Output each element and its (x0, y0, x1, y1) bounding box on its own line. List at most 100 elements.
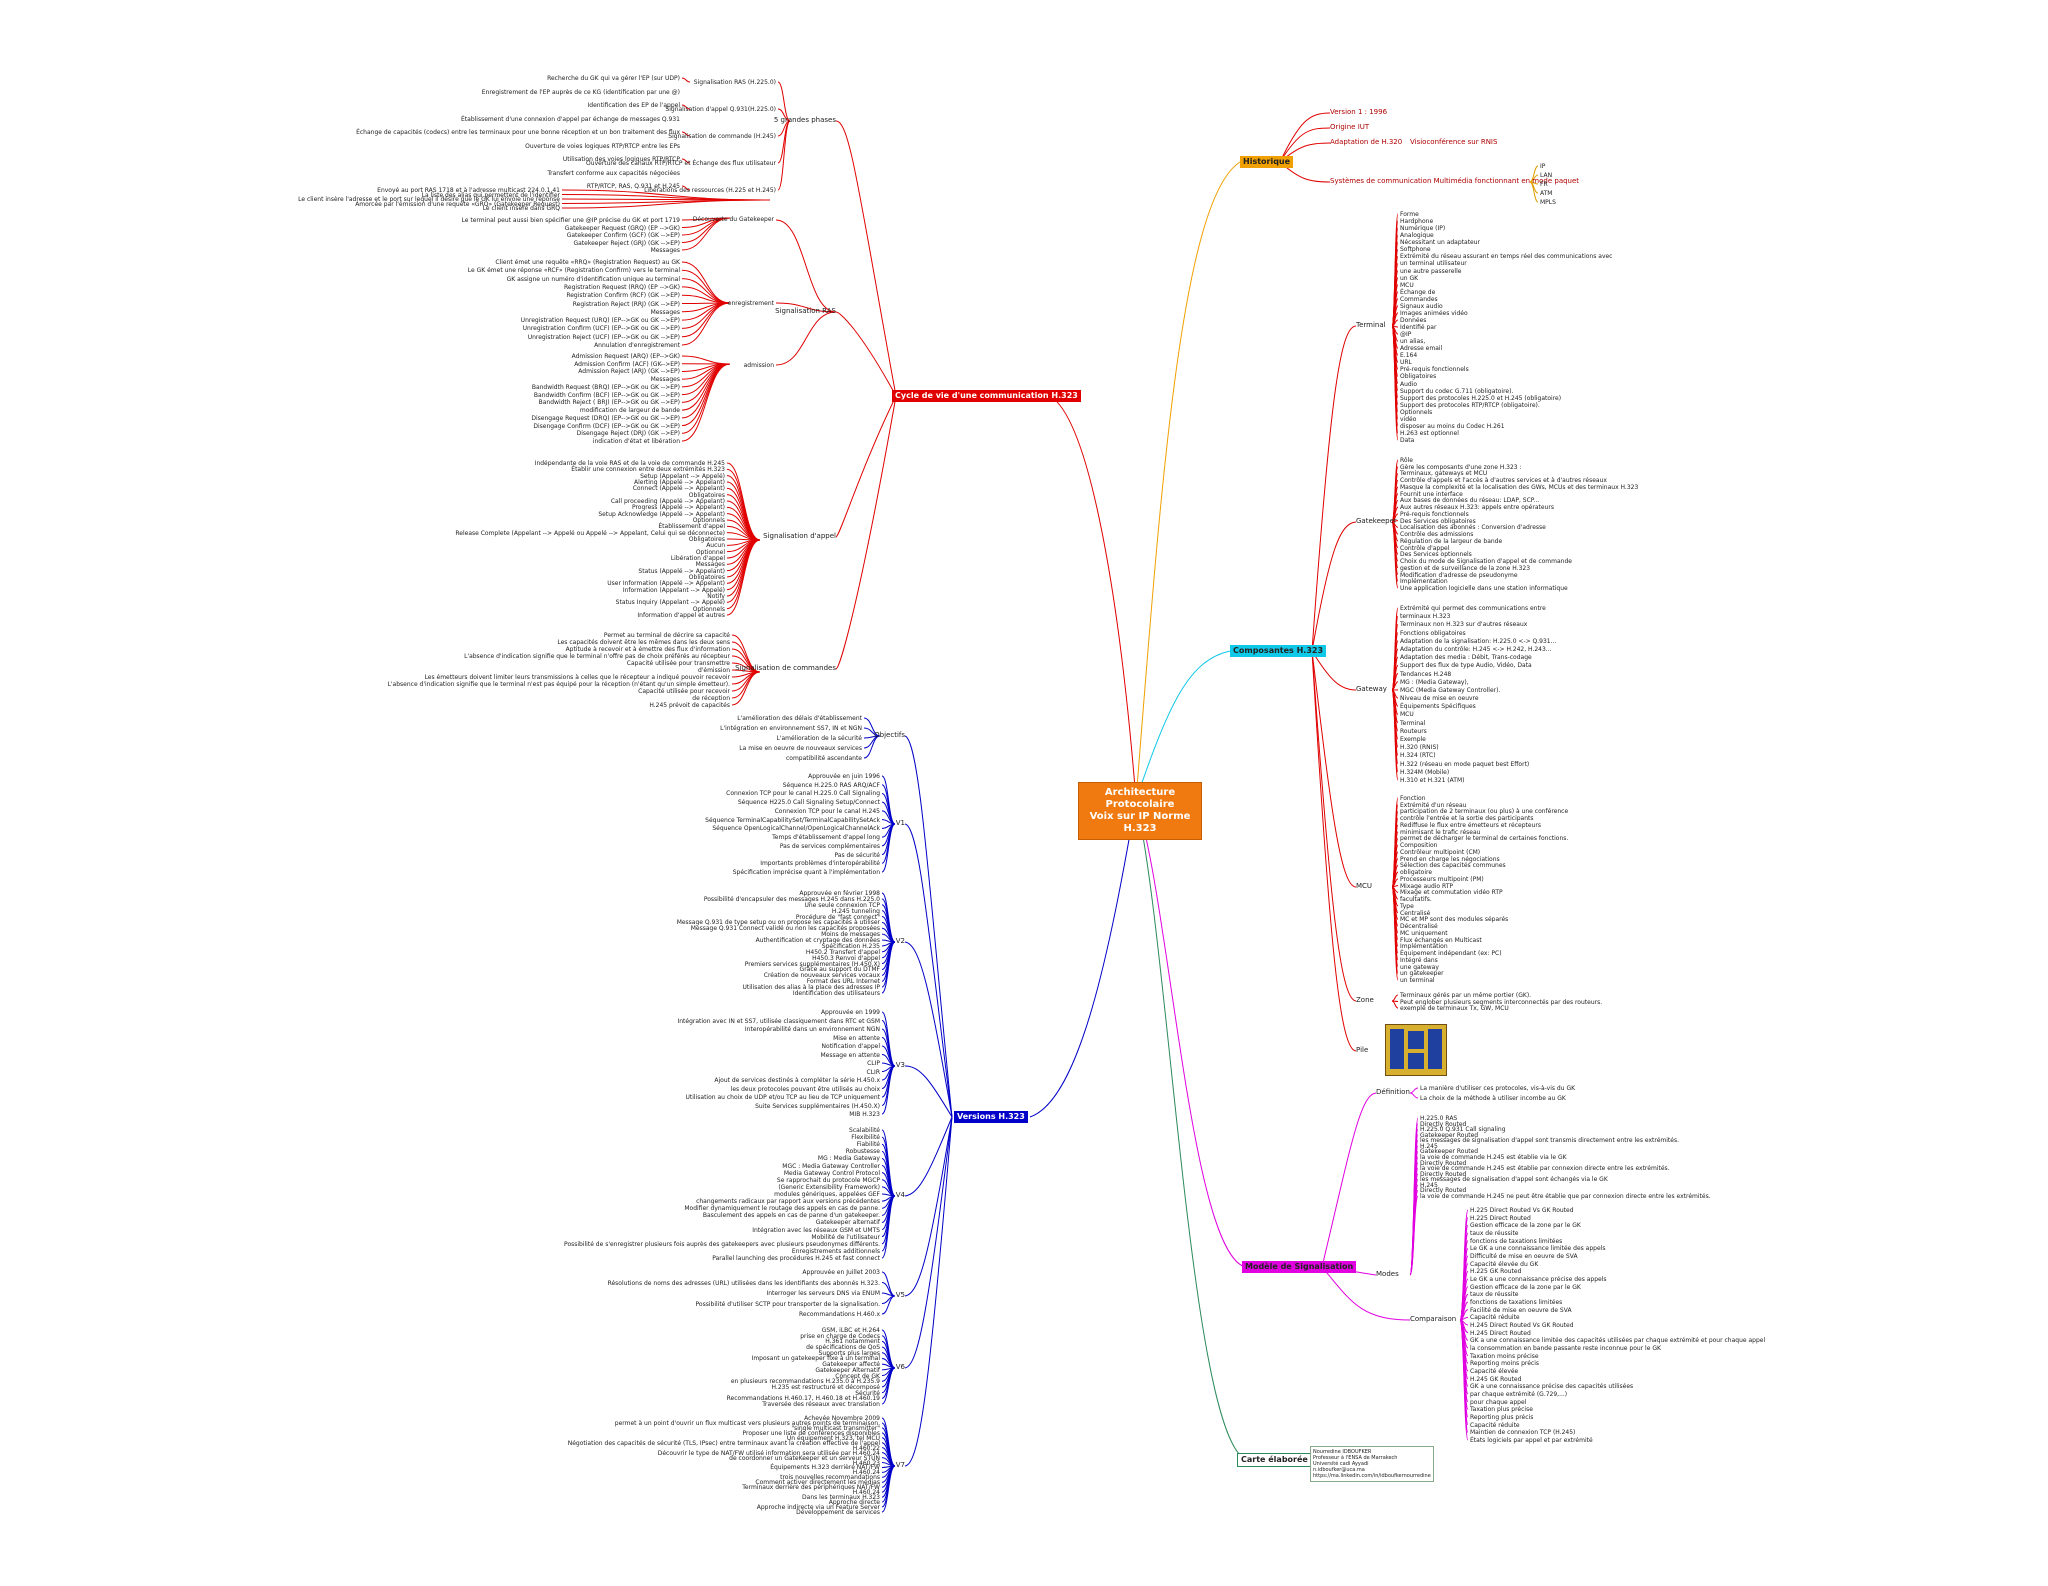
comparaison-item: taux de réussite (1470, 1230, 1519, 1237)
node-v3[interactable]: V3 (896, 1061, 905, 1069)
enregistrement-item: Registration Request (RRQ) (EP -->GK) (564, 284, 680, 291)
gateway-item: Adaptation du contrôle: H.245 <-> H.242,… (1400, 646, 1552, 653)
v1-item: Connexion TCP pour le canal H.225.0 Call… (726, 790, 880, 797)
admission-item: Admission Reject (ARJ) (GK -->EP) (578, 368, 680, 375)
terminal-item: un alias, (1400, 338, 1425, 345)
branch-versions[interactable]: Versions H.323 (954, 1111, 1028, 1123)
v4-item: Flexibilité (851, 1134, 880, 1141)
node-pile[interactable]: Pile (1356, 1046, 1368, 1054)
comparaison-item: Difficulté de mise en oeuvre de SVA (1470, 1253, 1578, 1260)
node-objectifs[interactable]: Objectifs (874, 731, 905, 739)
comparaison-item: H.245 Direct Routed (1470, 1330, 1531, 1337)
terminal-item: un GK (1400, 275, 1418, 282)
v1-item: Pas de sécurité (834, 852, 880, 859)
branch-cycle-de-vie[interactable]: Cycle de vie d'une communication H.323 (892, 390, 1081, 402)
node-comparaison[interactable]: Comparaison (1410, 1315, 1456, 1323)
node-enregistrement: enregistrement (728, 300, 774, 307)
gateway-item: H.324M (Mobile) (1400, 769, 1449, 776)
node-v4[interactable]: V4 (896, 1191, 905, 1199)
node-v5[interactable]: V5 (896, 1291, 905, 1299)
node-v2[interactable]: V2 (896, 937, 905, 945)
terminal-item: Data (1400, 437, 1414, 444)
commandes-item: Capacité utilisée pour recevoir (638, 688, 730, 695)
node-signalisation-ras[interactable]: Signalisation RAS (775, 307, 836, 315)
v3-item: CLIP (867, 1060, 880, 1067)
terminal-item: Hardphone (1400, 218, 1433, 225)
node-zone[interactable]: Zone (1356, 996, 1374, 1004)
v3-item: CLIR (867, 1069, 880, 1076)
v5-item: Recommandations H.460.x (799, 1311, 880, 1318)
v4-item: changements radicaux par rapport aux ver… (696, 1198, 880, 1205)
v4-item: Gatekeeper alternatif (816, 1219, 880, 1226)
node-gatekeeper[interactable]: Gatekeeper (1356, 517, 1397, 525)
node-terminal[interactable]: Terminal (1356, 321, 1386, 329)
v4-item: Se rapprochait du protocole MGCP (777, 1177, 880, 1184)
comparaison-item: États logiciels par appel et par extrémi… (1470, 1437, 1593, 1444)
branch-modele-signalisation[interactable]: Modèle de Signalisation (1242, 1261, 1356, 1273)
terminal-item: Analogique (1400, 232, 1434, 239)
v3-item: Intégration avec IN et SS7, utilisée cla… (677, 1018, 880, 1025)
v4-item: Basculement des appels en cas de panne d… (703, 1212, 880, 1219)
link (682, 364, 730, 402)
v1-item: Temps d'établissement d'appel long (772, 834, 880, 841)
comparaison-item: H.225 Direct Routed (1470, 1215, 1531, 1222)
node-signalisation-commandes[interactable]: Signalisation de commandes (735, 664, 836, 672)
v3-item: Approuvée en 1999 (821, 1009, 880, 1016)
terminal-item: Identifié par (1400, 324, 1436, 331)
comparaison-item: fonctions de taxations limitées (1470, 1238, 1562, 1245)
v1-item: Séquence TerminalCapabilitySet/TerminalC… (705, 817, 880, 824)
terminal-item: Numérique (IP) (1400, 225, 1445, 232)
terminal-item: Images animées vidéo (1400, 310, 1468, 317)
node-5-grandes-phases[interactable]: 5 grandes phases (774, 116, 836, 124)
hist-item: Version 1 : 1996 (1330, 109, 1387, 116)
modes-item: les messages de signalisation d'appel so… (1420, 1176, 1608, 1183)
v4-item: MG : Media Gateway (818, 1155, 880, 1162)
gateway-item: Adaptation de la signalisation: H.225.0 … (1400, 638, 1556, 645)
node-v6[interactable]: V6 (896, 1363, 905, 1371)
v3-item: Ajout de services destinés à compléter l… (714, 1077, 880, 1084)
node-modes[interactable]: Modes (1376, 1270, 1399, 1278)
v4-item: Robustesse (846, 1148, 880, 1155)
phase-step: Libérations des ressources (H.225 et H.2… (644, 187, 776, 194)
commandes-item: Permet au terminal de décrire sa capacit… (604, 632, 730, 639)
comparaison-item: fonctions de taxations limitées (1470, 1299, 1562, 1306)
gateway-item: MGC (Media Gateway Controller). (1400, 687, 1500, 694)
node-v7[interactable]: V7 (896, 1461, 905, 1469)
hist-item: Origine IUT (1330, 124, 1369, 131)
terminal-item: Forme (1400, 211, 1419, 218)
terminal-item: une autre passerelle (1400, 268, 1461, 275)
branch-historique[interactable]: Historique (1240, 156, 1293, 168)
v1-item: Spécification imprécise quant à l'implém… (733, 869, 880, 876)
terminal-item: Signaux audio (1400, 303, 1443, 310)
link (562, 200, 770, 208)
enregistrement-item: GK assigne un numéro d'identification un… (507, 276, 680, 283)
v3-item: Interopérabilité dans un environnement N… (745, 1026, 880, 1033)
branch-composantes[interactable]: Composantes H.323 (1230, 645, 1326, 657)
node-signalisation-appel[interactable]: Signalisation d'appel (763, 532, 836, 540)
zone-item: exemple de terminaux Tx, GW, MCU (1400, 1005, 1509, 1012)
terminal-item: Commandes (1400, 296, 1438, 303)
admission-item: Bandwidth Confirm (BCF) (EP-->GK ou GK -… (534, 392, 680, 399)
comparaison-item: la consommation en bande passante reste … (1470, 1345, 1661, 1352)
gateway-item: terminaux H.323 (1400, 613, 1450, 620)
gateway-item: H.322 (réseau en mode paquet best Effort… (1400, 761, 1529, 768)
v3-item: les deux protocoles pouvant être utilisé… (731, 1086, 880, 1093)
node-mcu[interactable]: MCU (1356, 882, 1372, 890)
v1-item: Connexion TCP pour le canal H.245 (775, 808, 880, 815)
terminal-item: Support des protocoles H.225.0 et H.245 … (1400, 395, 1561, 402)
terminal-item: Extrémité du réseau assurant en temps ré… (1400, 253, 1612, 260)
link (682, 262, 730, 303)
commandes-item: H.245 prévoit de capacités (649, 702, 730, 709)
node-gateway[interactable]: Gateway (1356, 685, 1387, 693)
enregistrement-item: Annulation d'enregistrement (594, 342, 680, 349)
link (1410, 1093, 1418, 1098)
credit-line: https://ma.linkedin.com/in/idboufkernour… (1313, 1473, 1431, 1479)
decouverte-item: Messages (651, 247, 680, 254)
v4-item: Intégration avec les réseaux GSM et UMTS (752, 1227, 880, 1234)
node-definition[interactable]: Définition (1376, 1088, 1410, 1096)
comparaison-item: H.245 GK Routed (1470, 1376, 1521, 1383)
objectifs-item: L'amélioration de la sécurité (776, 735, 862, 742)
node-v1[interactable]: V1 (896, 819, 905, 827)
